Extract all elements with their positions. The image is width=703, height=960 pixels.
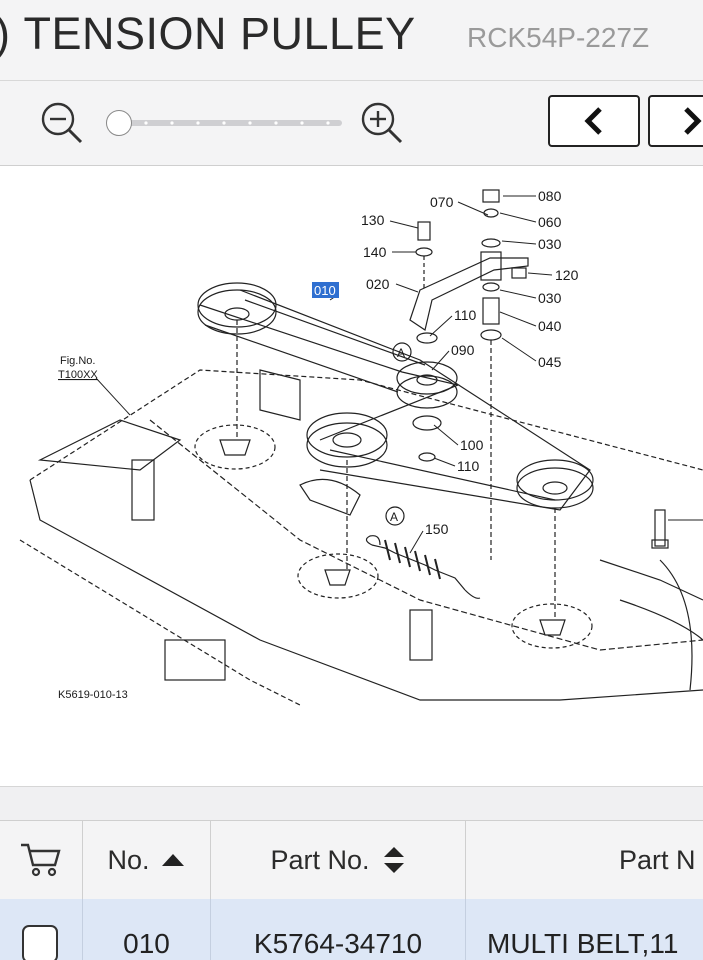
callout-080[interactable]: 080 bbox=[538, 188, 562, 204]
callout-150[interactable]: 150 bbox=[425, 521, 449, 537]
toolbar bbox=[0, 81, 703, 166]
header-cart bbox=[0, 821, 83, 899]
page-title: ) TENSION PULLEY bbox=[0, 8, 416, 60]
header-part-name-label: Part N bbox=[619, 844, 696, 875]
zoom-slider-track[interactable] bbox=[116, 120, 342, 126]
callout-090[interactable]: 090 bbox=[451, 342, 475, 358]
row-no: 010 bbox=[83, 899, 211, 960]
chevron-right-icon bbox=[684, 107, 702, 135]
cart-icon bbox=[21, 843, 61, 877]
model-code: RCK54P-227Z bbox=[467, 22, 650, 53]
callout-045[interactable]: 045 bbox=[538, 354, 562, 370]
prev-button[interactable] bbox=[548, 95, 640, 147]
section-divider bbox=[0, 786, 703, 821]
page-title-text: TENSION PULLEY bbox=[23, 8, 416, 59]
row-part-no: K5764-34710 bbox=[211, 899, 466, 960]
fig-ref-link[interactable]: T100XX bbox=[58, 369, 98, 381]
callout-110-lower[interactable]: 110 bbox=[457, 458, 480, 474]
callout-010[interactable]: 010 bbox=[314, 283, 336, 298]
parts-diagram[interactable]: 010 070 080 060 030 120 030 040 045 130 … bbox=[0, 166, 703, 786]
fig-label: Fig.No. bbox=[60, 355, 95, 367]
callout-020[interactable]: 020 bbox=[366, 276, 390, 292]
drawing-id: K5619-010-13 bbox=[58, 689, 128, 701]
callout-030-lower[interactable]: 030 bbox=[538, 290, 562, 306]
callout-040[interactable]: 040 bbox=[538, 318, 562, 334]
parts-table-header: No. Part No. Part N bbox=[0, 820, 703, 900]
callout-030-upper[interactable]: 030 bbox=[538, 236, 562, 252]
callout-110-upper[interactable]: 110 bbox=[454, 307, 477, 323]
header-part-name[interactable]: Part N bbox=[466, 821, 703, 899]
zoom-in-icon bbox=[361, 102, 403, 144]
exploded-view-drawing: 010 070 080 060 030 120 030 040 045 130 … bbox=[19, 188, 703, 706]
mark-a-upper: A bbox=[397, 346, 405, 360]
callout-highlight bbox=[312, 282, 339, 298]
zoom-slider-ticks bbox=[144, 121, 330, 125]
callout-070[interactable]: 070 bbox=[430, 194, 454, 210]
zoom-out-icon bbox=[41, 102, 83, 144]
row-part-name: MULTI BELT,11 bbox=[487, 928, 679, 959]
header-no[interactable]: No. bbox=[83, 821, 211, 899]
callout-060[interactable]: 060 bbox=[538, 214, 562, 230]
row-select-cell bbox=[0, 899, 83, 960]
header-no-label: No. bbox=[107, 844, 150, 875]
table-row[interactable]: 010 K5764-34710 MULTI BELT,11 bbox=[0, 899, 703, 960]
header-part-no-label: Part No. bbox=[270, 844, 370, 875]
callout-140[interactable]: 140 bbox=[363, 244, 387, 260]
zoom-slider-thumb[interactable] bbox=[106, 110, 132, 136]
next-button[interactable] bbox=[648, 95, 703, 147]
chevron-left-icon bbox=[584, 107, 602, 135]
sort-asc-icon bbox=[161, 854, 184, 866]
mark-a-lower: A bbox=[390, 510, 398, 524]
zoom-out-button[interactable] bbox=[40, 101, 84, 145]
header-part-no[interactable]: Part No. bbox=[211, 821, 466, 899]
zoom-in-button[interactable] bbox=[360, 101, 404, 145]
sort-both-icon bbox=[383, 847, 404, 873]
callout-130[interactable]: 130 bbox=[361, 212, 385, 228]
zoom-slider[interactable] bbox=[106, 110, 342, 136]
row-checkbox[interactable] bbox=[22, 925, 58, 960]
callout-100[interactable]: 100 bbox=[460, 437, 484, 453]
callout-120[interactable]: 120 bbox=[555, 267, 579, 283]
title-bar: ) TENSION PULLEY RCK54P-227Z bbox=[0, 0, 703, 81]
